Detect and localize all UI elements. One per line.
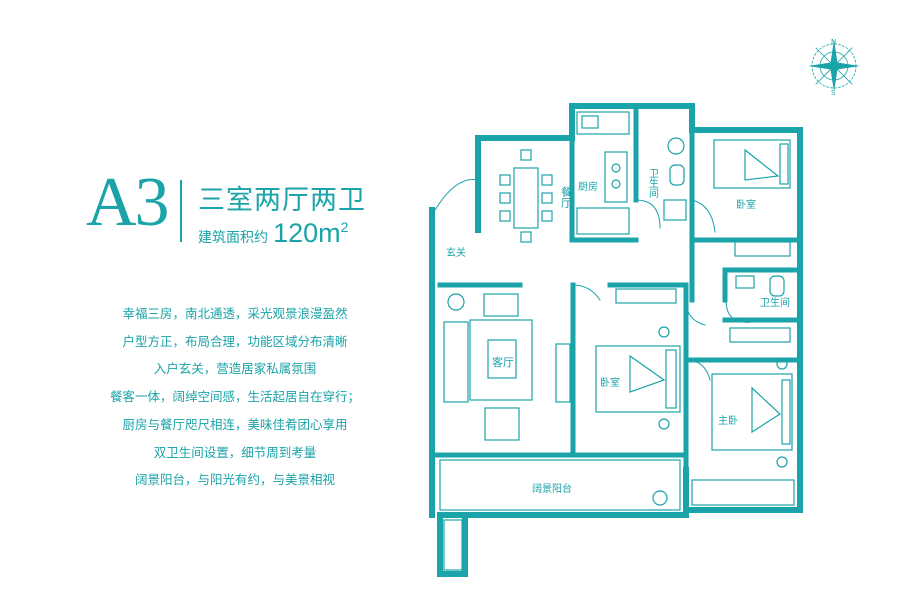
- room-label-balcony: 阔景阳台: [532, 482, 572, 495]
- room-label-entrance: 玄关: [446, 246, 466, 259]
- bed-icon-middle-bedroom: [595, 288, 681, 430]
- door-swings: [431, 178, 753, 381]
- unit-name: 三室两厅两卫: [198, 185, 366, 216]
- room-label-bedroom-middle: 卧室: [600, 376, 620, 389]
- room-label-bath-top: 卫生间: [647, 168, 659, 199]
- room-label-living: 客厅: [492, 355, 514, 369]
- unit-code: A3: [86, 164, 170, 241]
- bathroom-fixtures-right: [729, 275, 791, 343]
- description-line: 餐客一体，阔绰空间感，生活起居自在穿行；: [109, 389, 360, 405]
- room-label-dining: 餐厅: [560, 185, 573, 208]
- bed-icon-master-bedroom: [652, 358, 793, 506]
- balcony-rail: [439, 459, 795, 571]
- description-line: 阔景阳台，与阳光有约，与美景相视: [134, 472, 335, 488]
- area-value: 120m: [273, 218, 341, 248]
- area-label: 建筑面积约: [198, 230, 268, 246]
- compass-rose-icon: [808, 40, 860, 92]
- compass-north-label: N: [831, 38, 836, 46]
- description-line: 双卫生间设置，细节周到考量: [153, 444, 317, 460]
- room-label-kitchen: 厨房: [578, 180, 598, 193]
- kitchen-counter-icon: [576, 111, 630, 235]
- bathroom-fixtures-top: [663, 137, 687, 221]
- area-unit-superscript: 2: [340, 219, 349, 235]
- title-divider: [180, 180, 182, 242]
- description-line: 入户玄关，营造居家私属氛围: [153, 361, 317, 377]
- description-line: 户型方正，布局合理，功能区域分布清晰: [122, 333, 348, 349]
- sofa-icon: [443, 293, 571, 441]
- interior-walls: [429, 103, 803, 473]
- bed-icon-top-bedroom: [713, 139, 791, 257]
- area-row: 建筑面积约 120m2: [198, 218, 348, 249]
- compass-south-label: S: [831, 89, 836, 97]
- room-label-bedroom-top: 卧室: [736, 198, 756, 211]
- room-label-bath-right: 卫生间: [760, 296, 790, 309]
- description-line: 厨房与餐厅咫尺相连，美味佳肴团心享用: [122, 416, 348, 432]
- description-line: 幸福三房，南北通透，采光观景浪漫盈然: [122, 306, 348, 321]
- dining-table-icon: [499, 149, 553, 243]
- room-label-master: 主卧: [718, 414, 738, 427]
- description-block: 幸福三房，南北通透，采光观景浪漫盈然 户型方正，布局合理，功能区域分布清晰 入户…: [100, 300, 370, 494]
